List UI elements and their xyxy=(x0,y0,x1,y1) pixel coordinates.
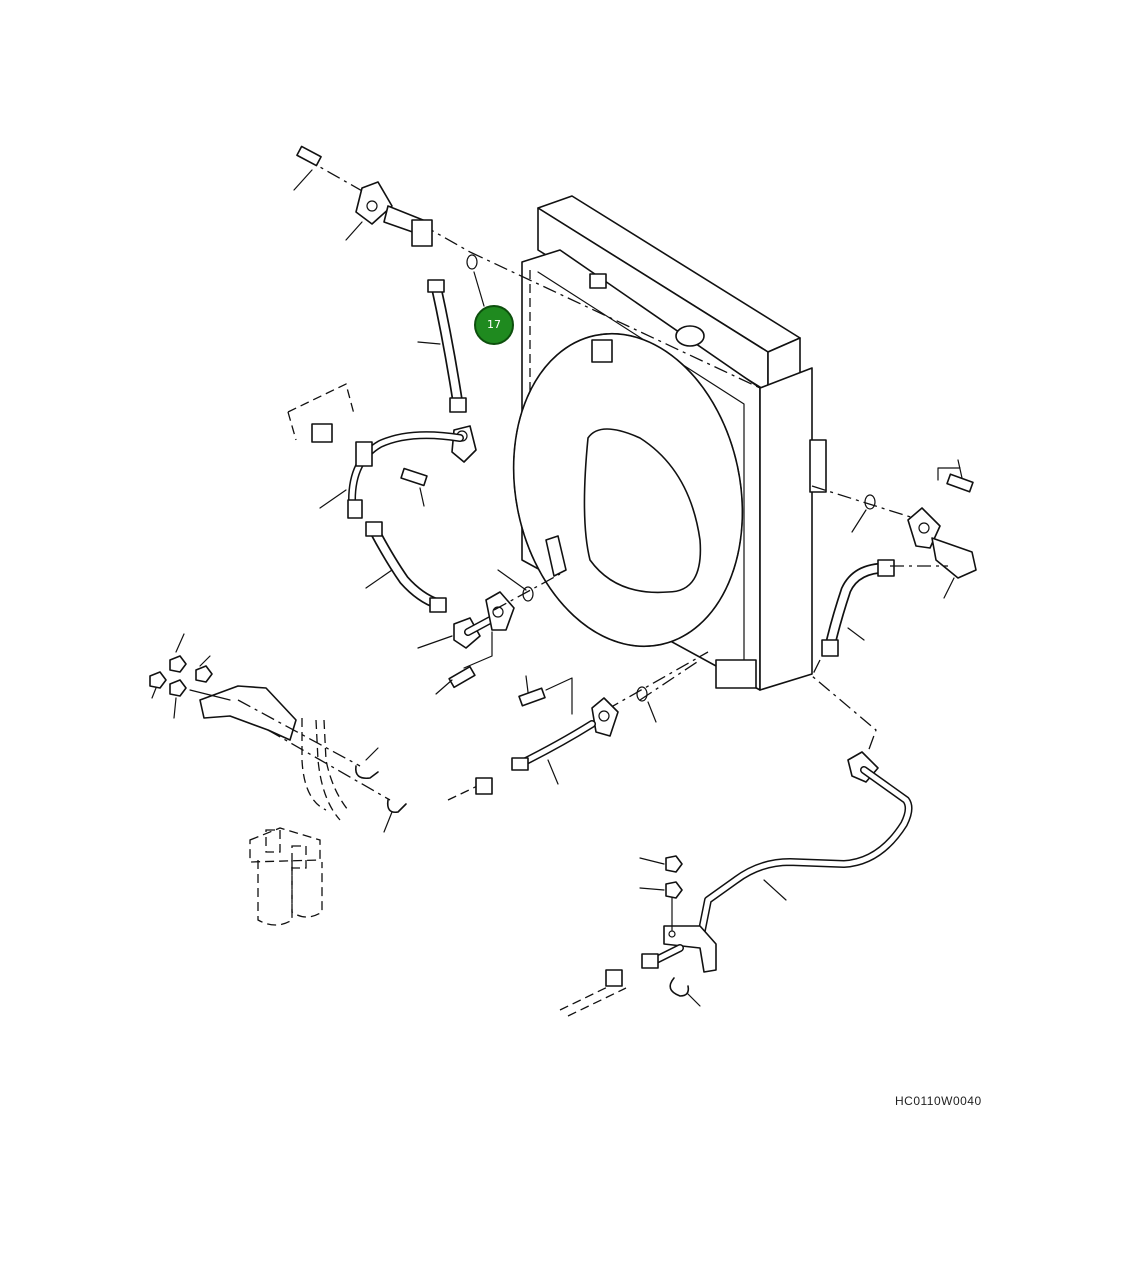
drawing-code-label: HC0110W0040 xyxy=(895,1094,982,1108)
radiator-assembly xyxy=(512,195,827,691)
callout-badge-17[interactable]: 17 xyxy=(474,305,514,345)
left-bent-tube xyxy=(287,383,464,519)
lower-right-tube xyxy=(559,751,913,1017)
lower-left-hose xyxy=(365,521,567,695)
left-bracket-filter xyxy=(149,633,407,926)
right-outlet-hose xyxy=(811,459,977,753)
lower-middle-tube xyxy=(447,651,709,801)
